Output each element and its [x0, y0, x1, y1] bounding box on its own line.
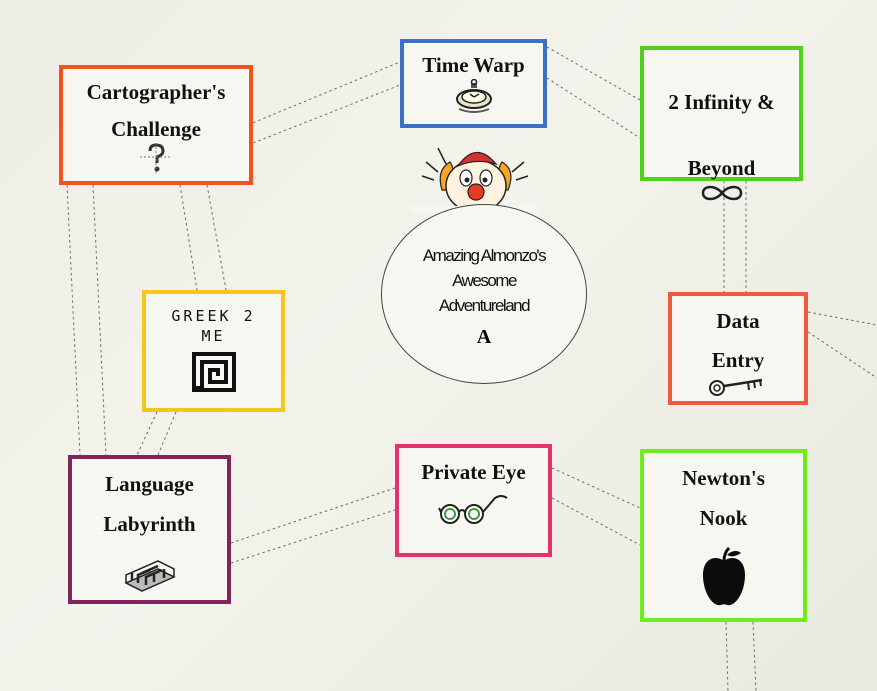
connector-line [242, 61, 401, 128]
clown-icon [412, 147, 538, 214]
language-labyrinth-box[interactable]: Language Labyrinth [68, 455, 231, 604]
language-labyrinth-label: Language [105, 472, 194, 496]
connector-line [157, 411, 177, 456]
cartographers-challenge-box[interactable]: Cartographer's Challenge [59, 65, 253, 185]
greek-2-me-box[interactable]: GREEK 2 ME [142, 290, 285, 412]
data-entry-label: Entry [711, 348, 765, 372]
infinity-beyond-box[interactable]: 2 Infinity & Beyond [640, 46, 803, 201]
infinity-icon [701, 185, 742, 201]
private-eye-box[interactable]: Private Eye [395, 444, 552, 557]
newtons-nook-label: Nook [699, 506, 748, 530]
greek-2-me-label: GREEK 2 [171, 307, 256, 325]
connector-line [807, 311, 877, 326]
connector-line [179, 184, 198, 291]
greek-key-icon [191, 352, 236, 392]
compass-question-icon [140, 143, 172, 173]
connector-line [725, 621, 729, 691]
connector-line [807, 331, 877, 379]
connector-line [206, 184, 227, 291]
pocket-watch-icon [455, 79, 492, 113]
language-labyrinth-label: Labyrinth [103, 512, 196, 536]
connector-line [551, 467, 641, 509]
connector-line [551, 497, 641, 546]
newtons-nook-label: Newton's [682, 466, 765, 490]
newtons-nook-box[interactable]: Newton's Nook [640, 449, 807, 622]
connector-line [230, 509, 396, 564]
center-title: Amazing Almonzo's Awesome Adventureland [422, 246, 547, 315]
time-warp-label: Time Warp [422, 53, 525, 77]
connector-line [242, 84, 401, 148]
connector-line [752, 621, 757, 691]
center-letter: A [476, 326, 492, 348]
private-eye-label: Private Eye [421, 460, 526, 484]
center-hub[interactable]: Amazing Almonzo's Awesome Adventureland … [381, 204, 587, 384]
apple-icon [702, 547, 745, 606]
connector-line [230, 487, 396, 544]
data-entry-box[interactable]: Data Entry [668, 292, 808, 405]
connector-line [136, 411, 158, 456]
cartographers-challenge-label: Cartographer's [86, 80, 226, 104]
connector-line [66, 184, 81, 456]
eyeglasses-icon [437, 495, 508, 524]
connector-line [92, 184, 107, 456]
cartographers-challenge-label: Challenge [111, 117, 201, 141]
maze-icon [123, 560, 176, 592]
data-entry-label: Data [716, 309, 760, 333]
greek-2-me-label: ME [201, 327, 226, 345]
connector-line [546, 46, 641, 101]
infinity-beyond-label: 2 Infinity & [668, 90, 775, 114]
key-icon [709, 378, 763, 396]
time-warp-box[interactable]: Time Warp [400, 39, 547, 128]
connector-line [546, 77, 641, 139]
infinity-beyond-label: Beyond [687, 156, 756, 180]
